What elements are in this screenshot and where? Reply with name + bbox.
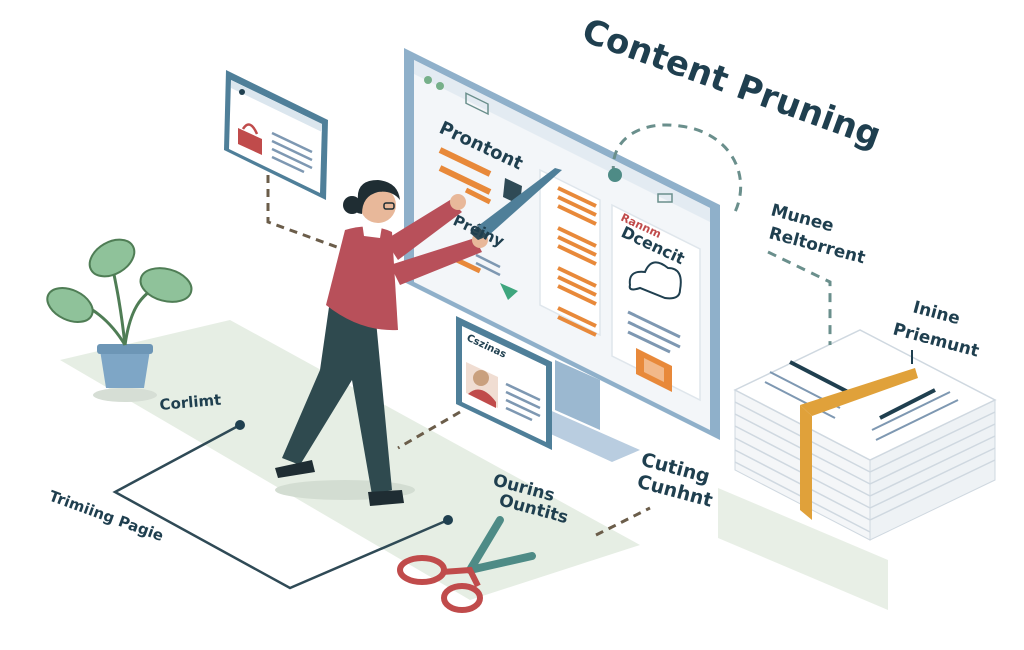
handbag-icon	[238, 123, 262, 155]
path-dot-start	[235, 420, 245, 430]
user-avatar-icon	[466, 362, 498, 408]
floor-label-left: Corlimt	[159, 391, 222, 414]
connector-cutting	[595, 506, 651, 537]
connector-card	[397, 410, 461, 450]
connector-right	[767, 250, 832, 345]
monitor-middle-panel	[539, 168, 601, 337]
connector-arc-dot	[608, 168, 622, 182]
connector-left-window	[266, 175, 346, 252]
cloud-icon	[628, 261, 682, 300]
profile-card	[456, 316, 552, 450]
floor-label-path: Trimiing Pagie	[47, 487, 166, 545]
page-title: Content Pruning	[577, 11, 886, 156]
scissors-icon	[397, 516, 536, 613]
monitor-left-panel	[438, 147, 522, 300]
knife-icon	[470, 168, 562, 240]
monitor-right-panel	[611, 193, 701, 402]
window-controls-icon	[657, 193, 673, 203]
path-dot-end	[443, 515, 453, 525]
trimming-path-line	[112, 423, 449, 590]
plant-icon	[46, 238, 193, 402]
person-figure	[275, 180, 488, 506]
floating-window-left	[224, 70, 328, 200]
document-stack	[718, 329, 997, 610]
checkmark-icon	[500, 283, 518, 300]
right-lower-label-1: Inine	[911, 298, 962, 330]
connector-arc	[611, 123, 743, 213]
